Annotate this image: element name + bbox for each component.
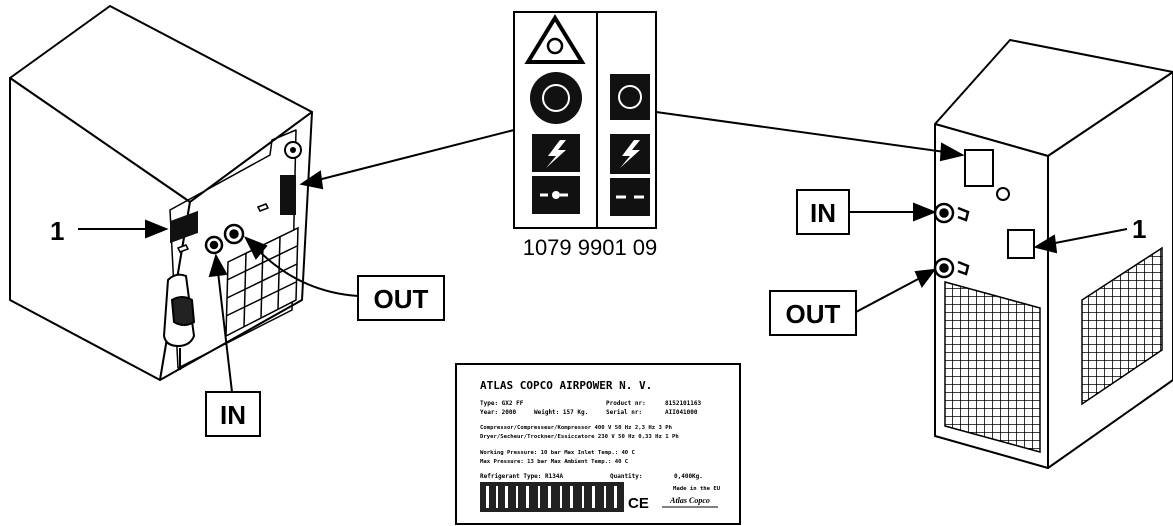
plate-dryer: Dryer/Secheur/Trockner/Essiccatore 230 V… [480,434,679,440]
manual-symbol-icon [530,72,582,124]
right-in-label: IN [810,198,836,228]
left-dryer-unit [9,5,313,381]
left-out-label-box [357,275,445,321]
data-plate: ATLAS COPCO AIRPOWER N. V. Type: GX2 FF … [455,363,741,525]
right-label-patch-2 [1007,229,1035,259]
plate-ce-mark: CE [628,495,649,512]
right-item-number: 1 [1132,214,1146,244]
left-unit-grid [225,226,299,338]
plate-product-value: 8152101163 [665,400,702,407]
plate-serial-value: AII041000 [665,409,698,416]
right-ports [933,202,970,279]
left-ports [204,223,245,255]
left-out-label: OUT [374,284,429,314]
right-in-label-box [796,189,850,235]
plate-refrigerant: Refrigerant Type: R134A [480,473,563,480]
plate-max-pressure: Max Pressure: 13 bar Max Ambient Temp.: … [480,459,628,465]
decal-pointer-lines [299,111,965,190]
right-side-grille [1081,246,1163,406]
plate-quantity-value: 0,400Kg. [674,473,703,480]
warning-decal [513,11,657,229]
plate-weight: Weight: 157 Kg. [534,409,588,416]
atlas-copco-logo: Atlas Copco [669,496,710,505]
right-out-label-box [769,290,857,336]
plate-compressor: Compressor/Compresseur/Kompressor 400 V … [480,425,672,431]
left-in-label-box [205,391,261,437]
left-in-label: IN [220,400,246,430]
right-unit-side [1047,71,1173,469]
right-front-grille [944,281,1041,453]
plate-serial-label: Serial nr: [606,409,642,416]
left-label-patch-1 [170,210,198,244]
plate-barcode [480,482,624,512]
plate-working-pressure: Working Pressure: 10 bar Max Inlet Temp.… [480,450,635,456]
plate-product-label: Product nr: [606,400,646,407]
manual-symbol-icon-2 [610,74,650,120]
plate-made-in: Made in the EU [673,486,721,492]
plate-quantity-label: Quantity: [610,473,643,480]
plate-type: Type: GX2 FF [480,400,524,407]
right-out-label: OUT [786,299,841,329]
left-item-number: 1 [50,216,64,246]
left-label-patch-2 [280,175,296,215]
plate-year: Year: 2000 [480,409,517,416]
plate-company: ATLAS COPCO AIRPOWER N. V. [480,379,652,392]
callout-arrows [78,202,1128,393]
decal-part-number: 1079 9901 09 [523,235,658,260]
left-drain-bottle [162,273,196,370]
right-label-patch-1 [964,149,994,187]
